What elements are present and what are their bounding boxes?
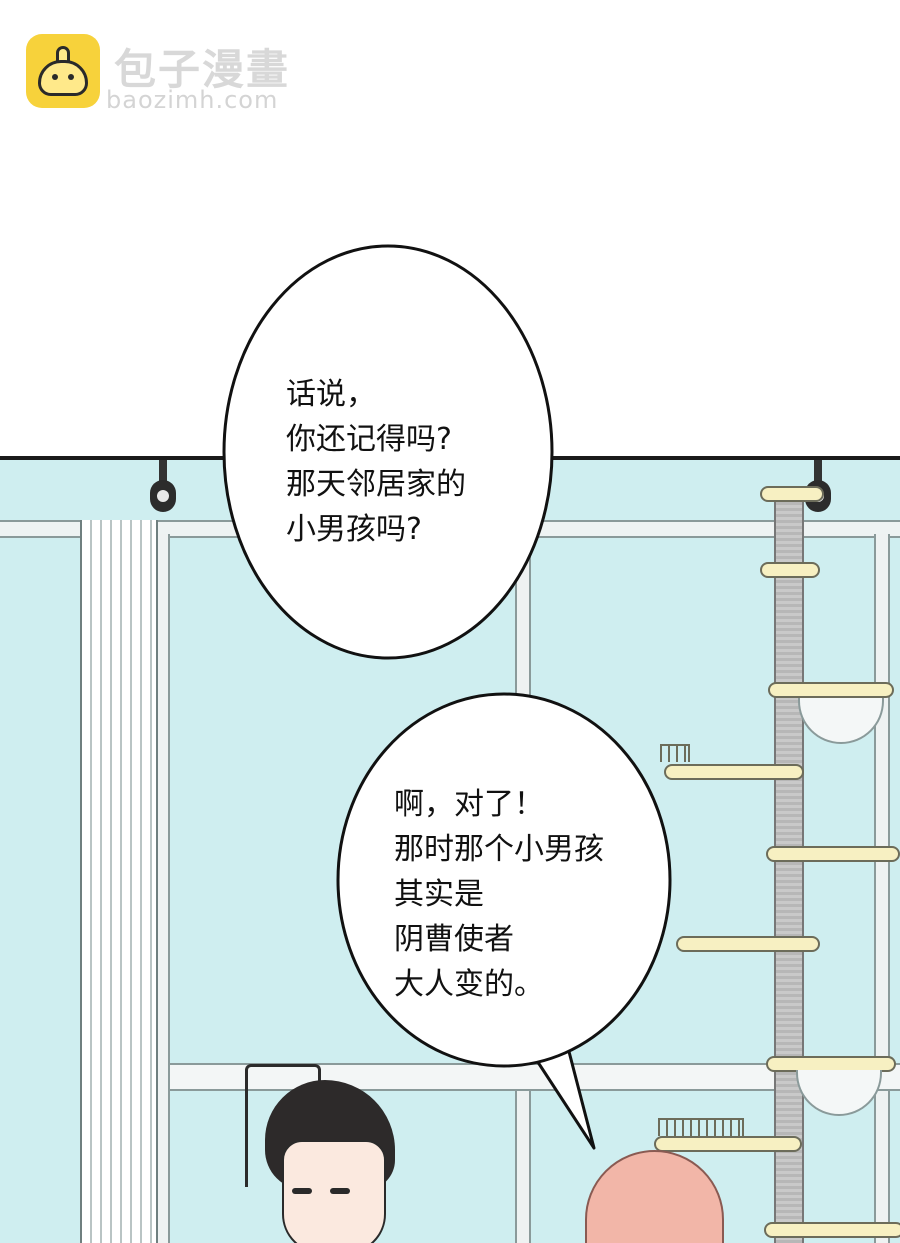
dialogue-line: 小男孩吗? [286, 512, 422, 547]
bun-icon [26, 34, 100, 108]
dialogue-line: 你还记得吗? [286, 422, 452, 457]
cat-tree-rail [658, 1118, 744, 1136]
speech-bubble-2-text: 啊，对了！ 那时那个小男孩 其实是 阴曹使者 大人变的。 [394, 782, 604, 1007]
watermark-url: baozimh.com [106, 86, 279, 114]
speech-bubble-2 [336, 692, 672, 1068]
character-eye [292, 1188, 312, 1194]
dialogue-line: 那天邻居家的 [286, 467, 466, 502]
spotlight-icon [150, 460, 176, 520]
dialogue-line: 大人变的。 [394, 967, 544, 1002]
cat-tree-platform [766, 846, 900, 862]
cat-tree-platform [760, 562, 820, 578]
cat-tree-pole [774, 500, 804, 1243]
cat-tree-platform [760, 486, 824, 502]
cat-tree-platform [664, 764, 804, 780]
character-eye [330, 1188, 350, 1194]
speech-bubble-1-text: 话说， 你还记得吗? 那天邻居家的 小男孩吗? [286, 372, 466, 552]
cat-tree-platform [768, 682, 894, 698]
cat-tree-platform [654, 1136, 802, 1152]
dialogue-line: 其实是 [394, 877, 484, 912]
cat-tree-rail [660, 744, 690, 762]
curtain [80, 520, 158, 1243]
speech-bubble-1 [222, 244, 554, 660]
watermark-title: 包子漫畫 [114, 45, 291, 94]
dialogue-line: 啊，对了！ [394, 787, 544, 822]
dialogue-line: 话说， [286, 377, 376, 412]
cat-tree-platform [676, 936, 820, 952]
cat-tree-platform [764, 1222, 900, 1238]
dialogue-line: 阴曹使者 [394, 922, 514, 957]
dialogue-line: 那时那个小男孩 [394, 832, 604, 867]
watermark: 包子漫畫 baozimh.com [26, 34, 326, 114]
